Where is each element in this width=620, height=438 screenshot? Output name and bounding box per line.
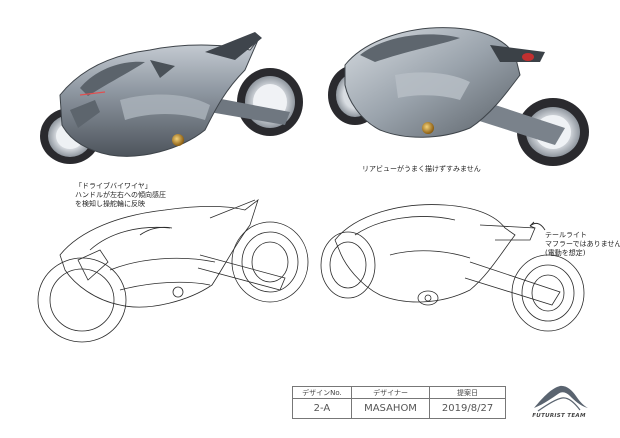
design-no-header: デザインNo. [292, 386, 352, 399]
designer-value: MASAHOM [350, 398, 431, 419]
wave-logo-icon [534, 385, 588, 412]
render-front-three-quarter [40, 32, 303, 164]
title-block: デザインNo. デザイナー 提案日 2-A MASAHOM 2019/8/27 [292, 386, 506, 419]
lineart-front [37, 198, 309, 343]
tail-light-note: テールライト マフラーではありません (電動を想定) [545, 231, 620, 258]
drive-by-wire-note: 「ドライブバイワイヤ」 ハンドルが左右への傾向感圧 を検知し操舵輪に反映 [75, 182, 166, 209]
lineart-rear [320, 204, 585, 332]
tail-light-line: マフラーではありません [545, 240, 620, 248]
drive-by-wire-line: ハンドルが左右への傾向感圧 [75, 191, 166, 199]
tail-light-line: テールライト [545, 231, 587, 239]
logo-text: FUTURIST TEAM [532, 413, 586, 419]
proposal-date-header: 提案日 [429, 386, 506, 399]
title-block-header-row: デザインNo. デザイナー 提案日 [292, 386, 506, 399]
futurist-team-logo: FUTURIST TEAM [528, 382, 590, 424]
tail-light-line: (電動を想定) [545, 249, 586, 257]
title-block-value-row: 2-A MASAHOM 2019/8/27 [292, 398, 506, 419]
proposal-date-value: 2019/8/27 [429, 398, 506, 419]
rear-view-note: リアビューがうまく描けずすみません [362, 165, 481, 173]
designer-header: デザイナー [350, 386, 431, 399]
render-rear-three-quarter [328, 27, 589, 166]
drive-by-wire-line: 「ドライブバイワイヤ」 [75, 182, 152, 190]
design-no-value: 2-A [292, 398, 352, 419]
drive-by-wire-line: を検知し操舵輪に反映 [75, 200, 145, 208]
